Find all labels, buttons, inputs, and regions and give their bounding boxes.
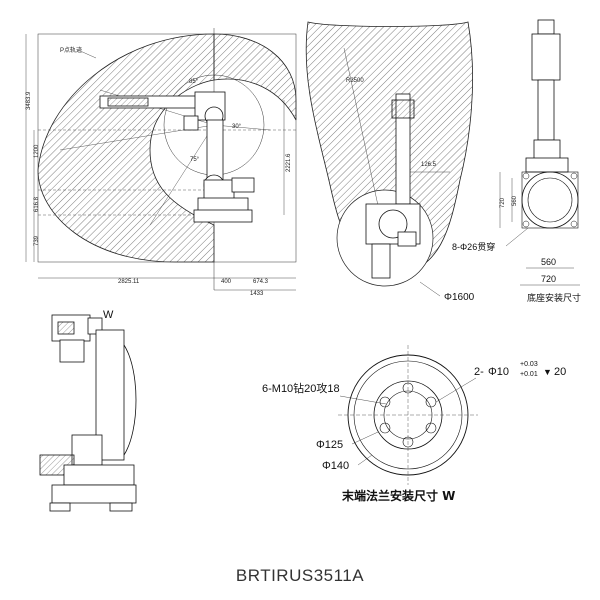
base-caption: 底座安装尺寸: [527, 292, 581, 303]
robot-arm-front-right: [525, 19, 569, 173]
robot-arm-front: [39, 314, 137, 512]
flange-tol-upper: +0.03: [520, 361, 538, 368]
svg-text:▼: ▼: [543, 367, 552, 377]
robot-arm-side: [99, 91, 255, 223]
side-range-view: P点轨迹 85° 30° 75° 3483.9 1200 616.8 739 2…: [25, 28, 297, 297]
flange-pin-diameter: Φ10: [488, 366, 509, 378]
front-view: W: [39, 309, 137, 512]
top-radius: R3500: [346, 78, 364, 84]
base-width-outer: 720: [541, 274, 556, 284]
angle-top: 85°: [189, 79, 199, 85]
working-envelope: [37, 33, 215, 263]
angle-low: 75°: [190, 157, 200, 163]
robot-arm-top: [365, 93, 421, 279]
top-range-view: R3500 126.5 Φ1600: [305, 21, 475, 303]
dim-width-bottom: 1433: [250, 291, 264, 297]
dim-right-height: 2221.6: [286, 153, 292, 172]
flange-tol-lower: +0.01: [520, 371, 538, 378]
trajectory-label: P点轨迹: [60, 46, 82, 54]
dim-height-total: 3483.9: [26, 91, 32, 110]
dim-width-right: 674.3: [253, 279, 269, 285]
dim-height-2: 616.8: [34, 196, 40, 212]
flange-outer-diameter: Φ140: [322, 460, 349, 472]
top-base-diameter: Φ1600: [444, 292, 475, 303]
angle-mid: 30°: [232, 124, 242, 130]
dim-width-total: 2825.11: [118, 279, 140, 285]
base-mount-view: 720 560 8-Φ26贯穿 560 720 底座安装尺寸: [452, 19, 581, 303]
front-view-mark: W: [103, 309, 114, 321]
base-width-inner: 560: [541, 257, 556, 267]
base-height-inner: 560: [512, 195, 518, 206]
dim-height-3: 739: [34, 235, 40, 246]
model-name: BRTIRUS3511A: [235, 566, 365, 585]
working-envelope-top: [213, 33, 297, 121]
flange-pitch-diameter: Φ125: [316, 439, 343, 451]
dim-height-1: 1200: [34, 144, 40, 158]
flange-view: 6-M10钻20攻18 2- Φ10 +0.03 +0.01 ▼ 20 Φ125…: [262, 345, 566, 503]
flange-caption: 末端法兰安装尺寸 W: [342, 488, 455, 503]
dim-width-base: 400: [221, 279, 232, 285]
flange-threaded: 6-M10钻20攻18: [262, 381, 340, 395]
flange-pin-prefix: 2-: [474, 366, 484, 378]
base-height-outer: 720: [500, 197, 506, 208]
base-holes: 8-Φ26贯穿: [452, 241, 495, 252]
top-offset: 126.5: [421, 162, 437, 168]
flange-pin-depth: 20: [554, 366, 566, 378]
